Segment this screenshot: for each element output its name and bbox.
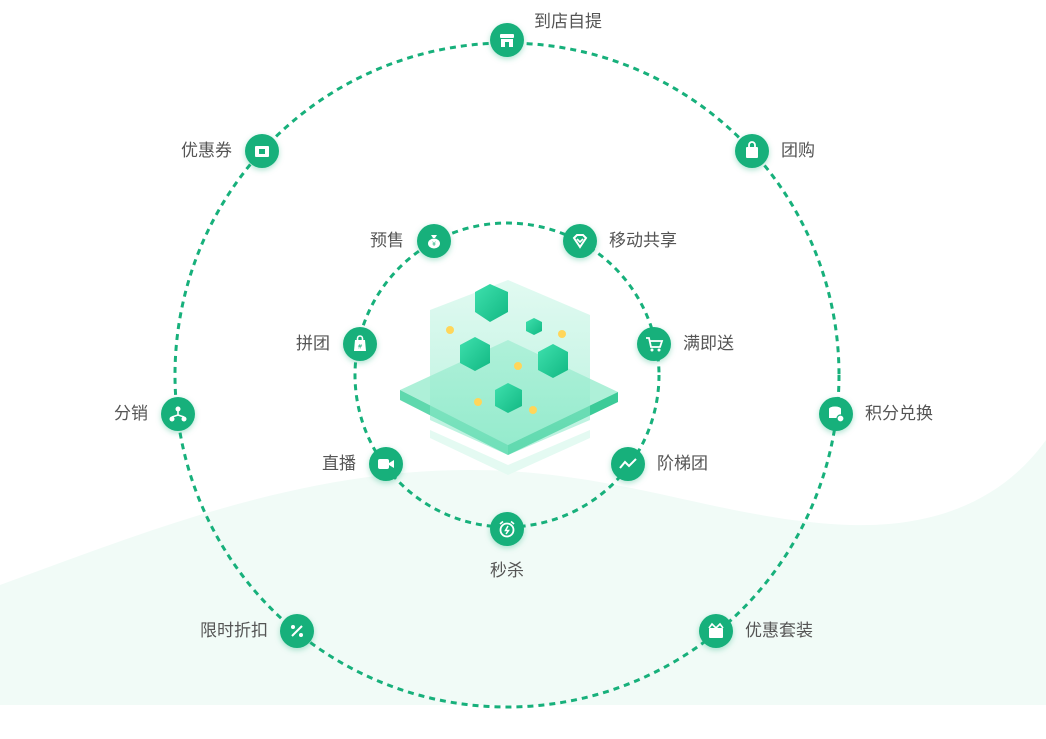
outer-node-group-buy[interactable] xyxy=(735,134,769,168)
svg-text:¥: ¥ xyxy=(432,241,436,248)
inner-node-tiered-group[interactable] xyxy=(611,447,645,481)
label-mobile-share: 移动共享 xyxy=(609,231,677,250)
inner-node-live-stream[interactable] xyxy=(369,447,403,481)
label-store-pickup: 到店自提 xyxy=(534,12,602,31)
outer-node-discount-bundle[interactable] xyxy=(699,614,733,648)
inner-node-group-purchase[interactable]: # xyxy=(343,327,377,361)
store-icon xyxy=(500,34,514,47)
alarm-clock-icon xyxy=(499,520,515,538)
shopping-cart-icon xyxy=(646,337,664,352)
label-limited-discount: 限时折扣 xyxy=(200,621,268,640)
label-tiered-group: 阶梯团 xyxy=(657,454,708,473)
inner-node-flash-sale[interactable] xyxy=(490,512,524,546)
label-presale: 预售 xyxy=(370,231,404,250)
inner-node-presale[interactable]: ¥ xyxy=(417,224,451,258)
label-distribution: 分销 xyxy=(114,404,148,423)
label-live-stream: 直播 xyxy=(322,454,356,473)
outer-node-limited-discount[interactable] xyxy=(280,614,314,648)
label-discount-bundle: 优惠套装 xyxy=(745,621,813,640)
center-isometric-illustration xyxy=(400,280,618,475)
money-bag-icon: ¥ xyxy=(428,235,440,249)
distribution-icon xyxy=(169,406,187,422)
shopping-bag-icon xyxy=(746,141,758,158)
inner-node-mobile-share[interactable] xyxy=(563,224,597,258)
inner-orbit-ring xyxy=(353,221,661,529)
coupon-icon xyxy=(255,146,269,157)
label-group-purchase: 拼团 xyxy=(296,334,330,353)
label-spend-and-gift: 满即送 xyxy=(683,334,734,353)
diamond-icon xyxy=(572,234,588,249)
label-coupon: 优惠券 xyxy=(181,141,232,160)
label-flash-sale: 秒杀 xyxy=(490,561,524,580)
outer-node-store-pickup[interactable] xyxy=(490,23,524,57)
gift-box-icon xyxy=(708,622,724,638)
inner-node-spend-and-gift[interactable] xyxy=(637,327,671,361)
video-camera-icon xyxy=(378,459,394,469)
svg-text:#: # xyxy=(357,344,362,351)
coin-stack-icon xyxy=(829,406,845,423)
percent-icon xyxy=(291,625,303,637)
label-group-buy: 团购 xyxy=(781,141,815,160)
outer-node-distribution[interactable] xyxy=(161,397,195,431)
outer-node-points-exchange[interactable] xyxy=(819,397,853,431)
group-tag-icon: # xyxy=(354,335,366,351)
label-points-exchange: 积分兑换 xyxy=(865,404,933,423)
trend-line-icon xyxy=(619,458,637,469)
outer-node-coupon[interactable] xyxy=(245,134,279,168)
